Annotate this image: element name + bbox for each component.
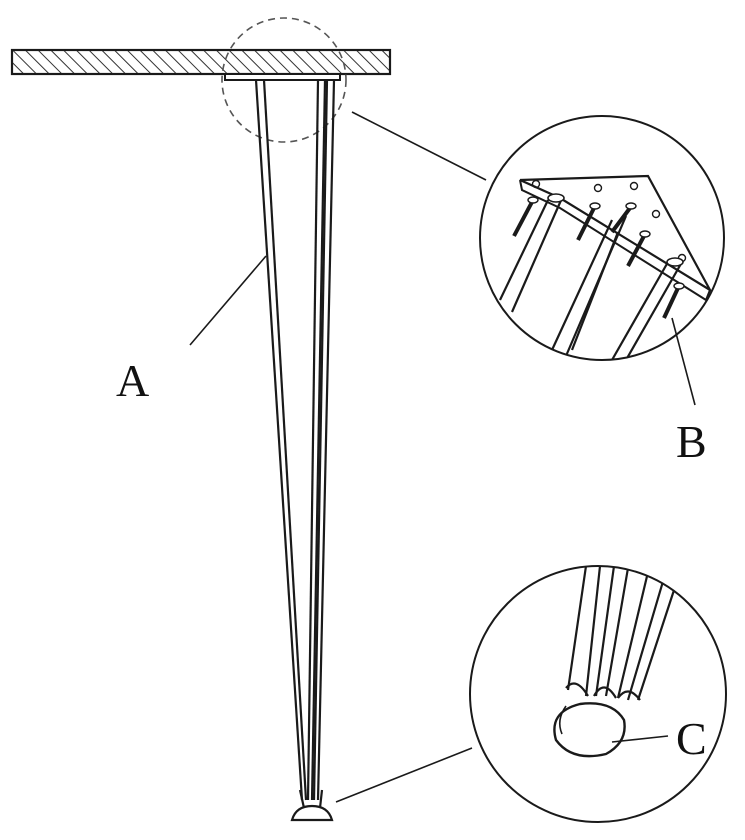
label-b: B	[676, 416, 707, 467]
screw	[512, 196, 539, 237]
leader-line-a	[189, 255, 267, 346]
hairpin-leg	[254, 79, 336, 810]
detail-circle-dashed	[221, 17, 347, 143]
leader-line-b	[671, 317, 696, 406]
screw	[626, 230, 651, 267]
screw	[576, 202, 601, 241]
detail-view-b	[479, 115, 725, 361]
connector-line-c	[335, 747, 473, 803]
connector-line-b	[351, 111, 487, 181]
screw	[610, 202, 637, 234]
leader-line-c	[611, 735, 669, 743]
foot-pad-small	[290, 804, 334, 822]
detail-view-c	[469, 565, 727, 823]
screw	[662, 282, 685, 319]
label-a: A	[116, 355, 149, 406]
tabletop-section	[10, 48, 392, 76]
mounting-plate	[224, 73, 341, 81]
label-c: C	[676, 713, 707, 764]
foot-pad-detail	[553, 702, 626, 758]
